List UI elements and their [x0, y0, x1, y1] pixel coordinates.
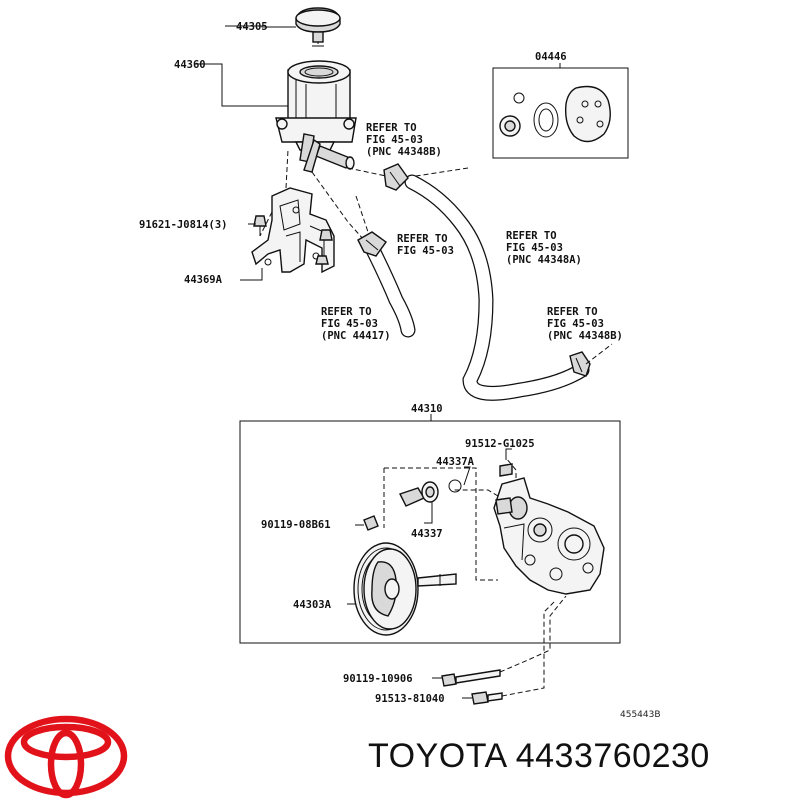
label-91512-g1025: 91512-G1025 [465, 438, 535, 450]
label-44310: 44310 [411, 403, 443, 415]
label-90119-08b61: 90119-08B61 [261, 519, 331, 531]
flow-control-fitting [399, 481, 439, 507]
gasket-small [499, 463, 513, 477]
hose-clamp-1 [383, 163, 409, 191]
label-91621-j0814: 91621-J0814(3) [139, 219, 228, 231]
reference-note-5: REFER TO FIG 45-03 (PNC 44348B) [547, 306, 623, 342]
gasket-kit [499, 85, 611, 143]
label-04446: 04446 [535, 51, 567, 63]
svg-text:REFER TO: REFER TO [397, 233, 448, 245]
svg-text:(PNC 44348A): (PNC 44348A) [506, 254, 582, 266]
union-bolt [363, 515, 379, 531]
vane-pump-body [493, 477, 605, 595]
reference-note-3: REFER TO FIG 45-03 (PNC 44348A) [506, 230, 582, 266]
oil-reservoir [275, 60, 357, 173]
bracket-bolt-2 [319, 229, 333, 241]
label-91513-81040: 91513-81040 [375, 693, 445, 705]
toyota-logo-icon [4, 715, 128, 799]
svg-text:(PNC 44417): (PNC 44417) [321, 330, 391, 342]
svg-text:REFER TO: REFER TO [506, 230, 557, 242]
svg-text:FIG 45-03: FIG 45-03 [397, 245, 454, 257]
svg-text:FIG 45-03: FIG 45-03 [366, 134, 423, 146]
svg-text:FIG 45-03: FIG 45-03 [506, 242, 563, 254]
svg-text:REFER TO: REFER TO [366, 122, 417, 134]
pump-pulley [353, 542, 457, 636]
hose-clamp-3 [569, 351, 591, 377]
reference-note-1: REFER TO FIG 45-03 (PNC 44348B) [366, 122, 442, 158]
reservoir-bracket [251, 187, 335, 274]
svg-text:REFER TO: REFER TO [321, 306, 372, 318]
mounting-bolt-long [441, 669, 501, 687]
label-44303a: 44303A [293, 599, 332, 611]
bracket-bolt [253, 215, 267, 236]
svg-text:(PNC 44348B): (PNC 44348B) [366, 146, 442, 158]
svg-text:FIG 45-03: FIG 45-03 [321, 318, 378, 330]
mounting-bolt-short [471, 691, 503, 705]
label-90119-10906: 90119-10906 [343, 673, 413, 685]
brand-part-number: TOYOTA 4433760230 [368, 737, 710, 775]
svg-text:(PNC 44348B): (PNC 44348B) [547, 330, 623, 342]
diagram-code: 455443B [620, 710, 661, 720]
hose-clamp-2 [357, 231, 387, 257]
reference-note-4: REFER TO FIG 45-03 (PNC 44417) [321, 306, 391, 342]
label-44337a: 44337A [436, 456, 475, 468]
label-44305: 44305 [236, 21, 268, 33]
label-44337: 44337 [411, 528, 443, 540]
svg-text:REFER TO: REFER TO [547, 306, 598, 318]
svg-text:FIG 45-03: FIG 45-03 [547, 318, 604, 330]
bracket-bolt-3 [315, 255, 329, 265]
o-ring [448, 479, 462, 493]
label-44369a: 44369A [184, 274, 223, 286]
label-44360: 44360 [174, 59, 206, 71]
reservoir-cap [295, 7, 341, 47]
reference-note-2: REFER TO FIG 45-03 [397, 233, 454, 257]
